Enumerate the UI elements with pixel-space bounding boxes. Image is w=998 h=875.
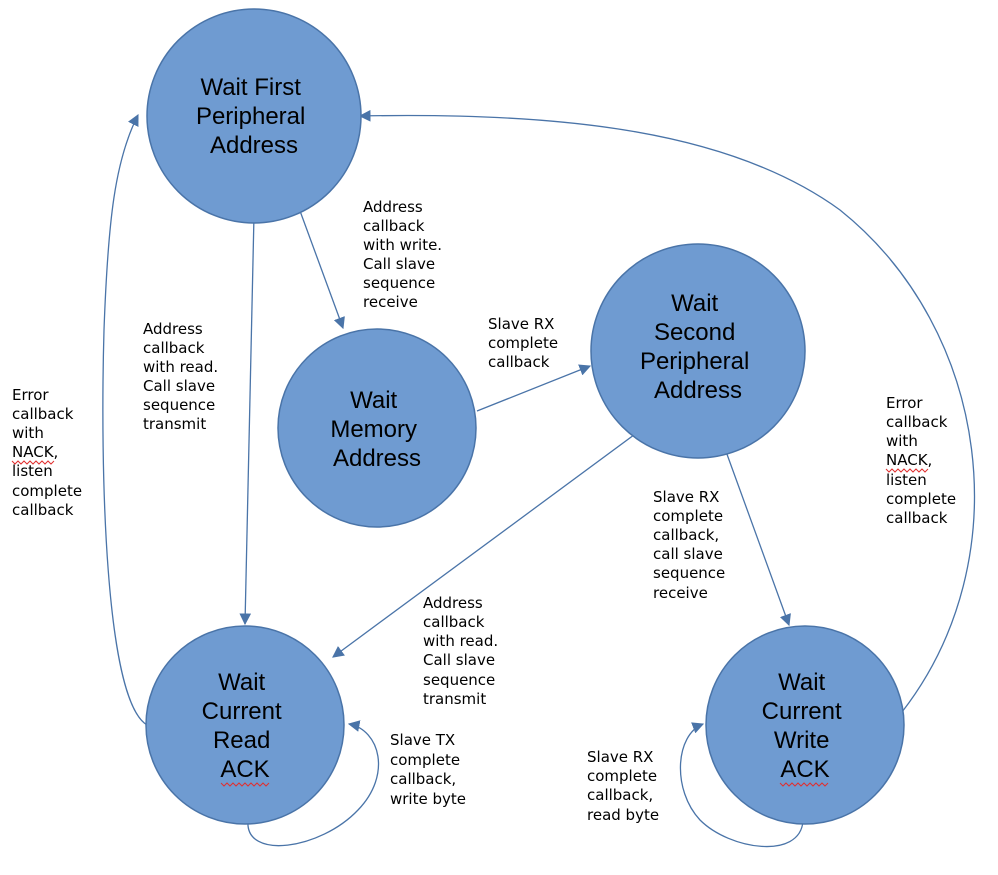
state-label-line: Wait — [218, 669, 265, 696]
state-wait-first-peripheral-address: Wait First Peripheral Address — [146, 8, 362, 224]
state-label-line: Wait — [778, 669, 825, 696]
state-label-line: Current — [762, 698, 842, 725]
spellcheck-underline — [11, 460, 55, 465]
state-label-line: Second — [654, 319, 735, 346]
svg-text:Wait First Peripheral: Wait First Peripheral Address — [196, 74, 312, 159]
state-label-line: Peripheral — [196, 103, 305, 130]
state-wait-current-write-ack: Wait Current Write ACK — [705, 625, 905, 825]
label-read-to-first: Error callback with NACK, listen complet… — [12, 386, 87, 519]
edge-read-self-loop — [247, 720, 380, 847]
state-label-line: Address — [210, 132, 298, 159]
edge-second-to-write — [723, 445, 791, 627]
state-label-line: Write — [774, 727, 830, 754]
edge-read-to-first — [102, 113, 148, 726]
label-first-to-memory: Address callback with write. Call slave … — [363, 198, 447, 311]
edge-write-to-first — [358, 109, 976, 713]
label-read-self-loop: Slave TX complete callback, write byte — [390, 731, 466, 808]
state-wait-current-read-ack: Wait Current Read ACK — [145, 625, 345, 825]
state-label-line: Wait — [350, 387, 397, 414]
spellcheck-underline — [885, 468, 929, 473]
label-first-to-read: Address callback with read. Call slave s… — [143, 320, 223, 433]
state-wait-second-peripheral-address: Wait Second Peripheral Address — [590, 243, 806, 459]
state-label-line: Wait First — [200, 74, 301, 101]
state-label-line: Address — [333, 445, 421, 472]
spellcheck-underline — [779, 782, 829, 787]
state-label-line: Read — [213, 727, 270, 754]
state-label-line: Memory — [330, 416, 417, 443]
svg-text:Wait Current Write: Wait Current Write ACK — [762, 669, 849, 783]
state-label-line: Wait — [671, 290, 718, 317]
edge-first-to-read — [239, 214, 255, 626]
svg-text:Wait Second Periph: Wait Second Peripheral Address — [640, 290, 756, 404]
edge-first-to-memory — [295, 199, 345, 330]
edge-write-self-loop — [679, 722, 804, 848]
label-second-to-write: Slave RX complete callback, call slave s… — [653, 488, 730, 602]
label-memory-to-second: Slave RX complete callback — [488, 315, 563, 371]
label-second-to-read: Address callback with read. Call slave s… — [423, 594, 503, 708]
state-label-line: ACK — [220, 756, 269, 783]
spellcheck-underline — [220, 782, 270, 787]
edge-memory-to-second — [476, 364, 592, 412]
state-label-line: Peripheral — [640, 348, 749, 375]
label-write-to-first: Error callback with NACK, listen complet… — [886, 394, 961, 527]
label-write-self-loop: Slave RX complete callback, read byte — [587, 748, 662, 824]
state-label-line: ACK — [780, 756, 829, 783]
svg-text:Wait Current Read: Wait Current Read ACK — [202, 669, 289, 783]
edge-second-to-read — [332, 431, 639, 658]
state-wait-memory-address: Wait Memory Address — [277, 328, 477, 528]
state-label-line: Address — [654, 377, 742, 404]
svg-text:Wait Memory Addres: Wait Memory Address — [330, 387, 423, 472]
state-label-line: Current — [202, 698, 282, 725]
